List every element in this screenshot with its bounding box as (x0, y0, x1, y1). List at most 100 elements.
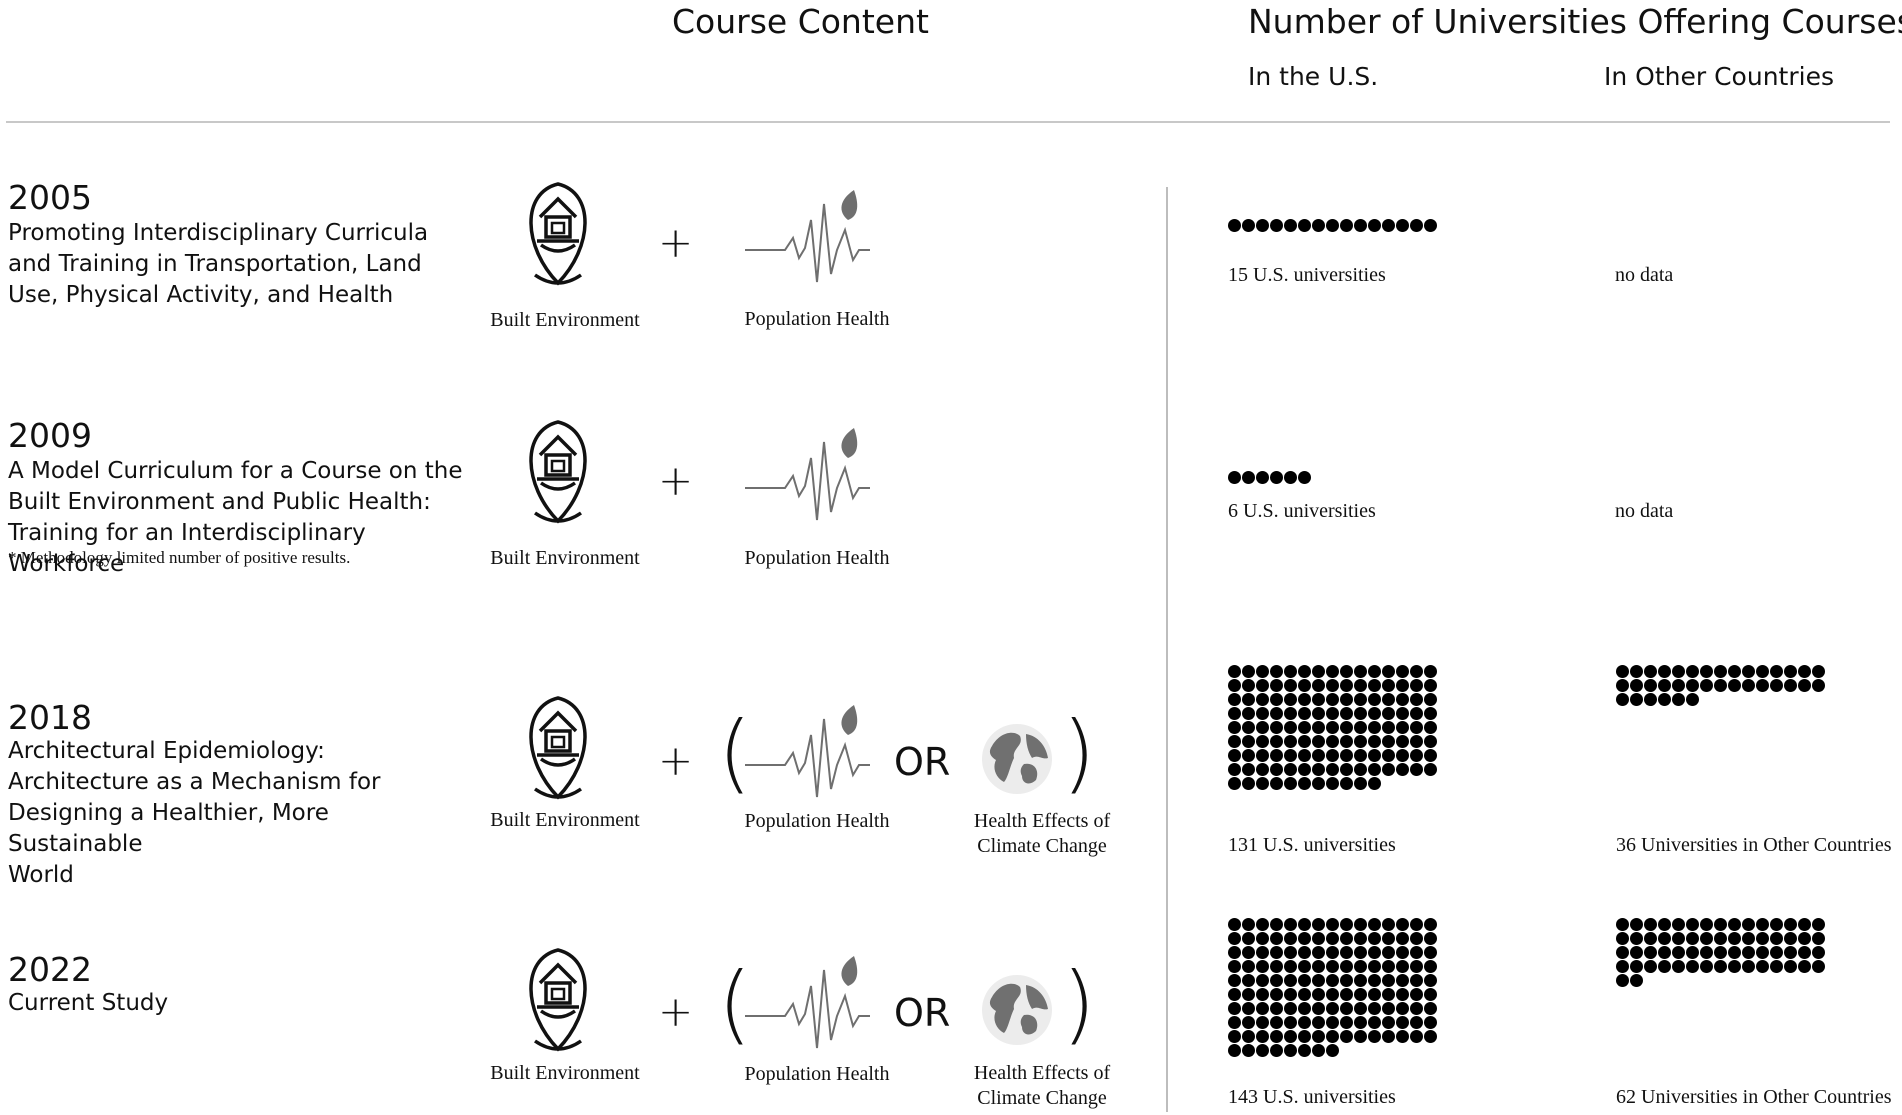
university-dot (1658, 918, 1671, 931)
university-dot (1312, 1002, 1325, 1015)
university-dot (1756, 918, 1769, 931)
university-dot (1410, 1016, 1423, 1029)
university-dot (1396, 219, 1409, 232)
column-divider (1166, 187, 1168, 1112)
university-dot (1382, 932, 1395, 945)
university-dot (1256, 946, 1269, 959)
university-dot (1284, 665, 1297, 678)
university-dot (1368, 707, 1381, 720)
university-dot (1424, 735, 1437, 748)
university-dot (1354, 777, 1367, 790)
university-dot (1284, 471, 1297, 484)
university-dot (1242, 960, 1255, 973)
university-dot (1326, 932, 1339, 945)
university-dot (1382, 1002, 1395, 1015)
university-dot (1312, 665, 1325, 678)
university-dot (1242, 1016, 1255, 1029)
university-dot (1270, 707, 1283, 720)
university-dot (1368, 960, 1381, 973)
university-dot (1424, 749, 1437, 762)
university-dot (1312, 1044, 1325, 1057)
university-dot (1242, 1030, 1255, 1043)
university-dot (1410, 679, 1423, 692)
university-dot (1396, 707, 1409, 720)
university-dot (1242, 763, 1255, 776)
university-dot (1700, 665, 1713, 678)
university-dot (1256, 707, 1269, 720)
university-dot (1284, 960, 1297, 973)
university-dot (1298, 219, 1311, 232)
university-dot (1228, 988, 1241, 1001)
university-dot (1424, 763, 1437, 776)
university-dot (1424, 1030, 1437, 1043)
university-dot (1644, 693, 1657, 706)
university-dot (1270, 735, 1283, 748)
university-dot (1340, 777, 1353, 790)
description-line: Training for an Interdisciplinary Workfo… (8, 520, 366, 577)
university-dot (1270, 693, 1283, 706)
row-year: 2009 (8, 416, 92, 455)
university-dot (1616, 974, 1629, 987)
university-dot (1256, 974, 1269, 987)
university-dot (1228, 693, 1241, 706)
university-dot (1270, 665, 1283, 678)
university-dot (1340, 960, 1353, 973)
university-dot (1354, 932, 1367, 945)
university-dot (1312, 974, 1325, 987)
university-dot (1658, 693, 1671, 706)
university-dot (1284, 1002, 1297, 1015)
university-dot (1354, 988, 1367, 1001)
us-count-label: 143 U.S. universities (1228, 1086, 1396, 1108)
university-dot (1284, 693, 1297, 706)
university-dot (1284, 974, 1297, 987)
caption-line: Climate Change (977, 1087, 1107, 1109)
description-line: Built Environment and Public Health: (8, 489, 431, 515)
globe-icon (982, 975, 1052, 1045)
university-dot (1756, 932, 1769, 945)
university-dot (1812, 679, 1825, 692)
or-connector: OR (894, 991, 951, 1035)
university-dot (1242, 219, 1255, 232)
university-dot (1700, 679, 1713, 692)
university-dot (1630, 665, 1643, 678)
row-year: 2022 (8, 950, 92, 989)
university-dot (1228, 721, 1241, 734)
university-dot (1270, 974, 1283, 987)
location-house-icon (529, 182, 587, 285)
university-dot (1298, 777, 1311, 790)
university-dot (1756, 960, 1769, 973)
university-dot (1616, 693, 1629, 706)
university-dot (1242, 707, 1255, 720)
university-dot (1368, 735, 1381, 748)
population-health-caption: Population Health (744, 308, 890, 330)
university-dot (1382, 763, 1395, 776)
university-dot (1368, 777, 1381, 790)
description-line: Architectural Epidemiology: (8, 738, 325, 764)
university-dot (1644, 960, 1657, 973)
university-dot (1256, 219, 1269, 232)
university-dot (1242, 988, 1255, 1001)
university-dot (1770, 946, 1783, 959)
university-dot (1410, 932, 1423, 945)
university-dot (1256, 679, 1269, 692)
university-dot (1770, 665, 1783, 678)
university-dot (1728, 960, 1741, 973)
university-dot (1424, 988, 1437, 1001)
university-dot (1256, 777, 1269, 790)
university-dot (1410, 735, 1423, 748)
university-dot (1742, 679, 1755, 692)
university-dot (1658, 960, 1671, 973)
university-dot (1284, 946, 1297, 959)
university-dot (1326, 665, 1339, 678)
university-dot (1396, 721, 1409, 734)
university-dot (1686, 960, 1699, 973)
university-dot (1382, 679, 1395, 692)
other-dot-grid (1616, 665, 1825, 706)
university-dot (1284, 1044, 1297, 1057)
university-dot (1770, 918, 1783, 931)
university-dot (1354, 763, 1367, 776)
university-dot (1812, 946, 1825, 959)
university-dot (1812, 960, 1825, 973)
university-dot (1340, 707, 1353, 720)
university-dot (1714, 679, 1727, 692)
